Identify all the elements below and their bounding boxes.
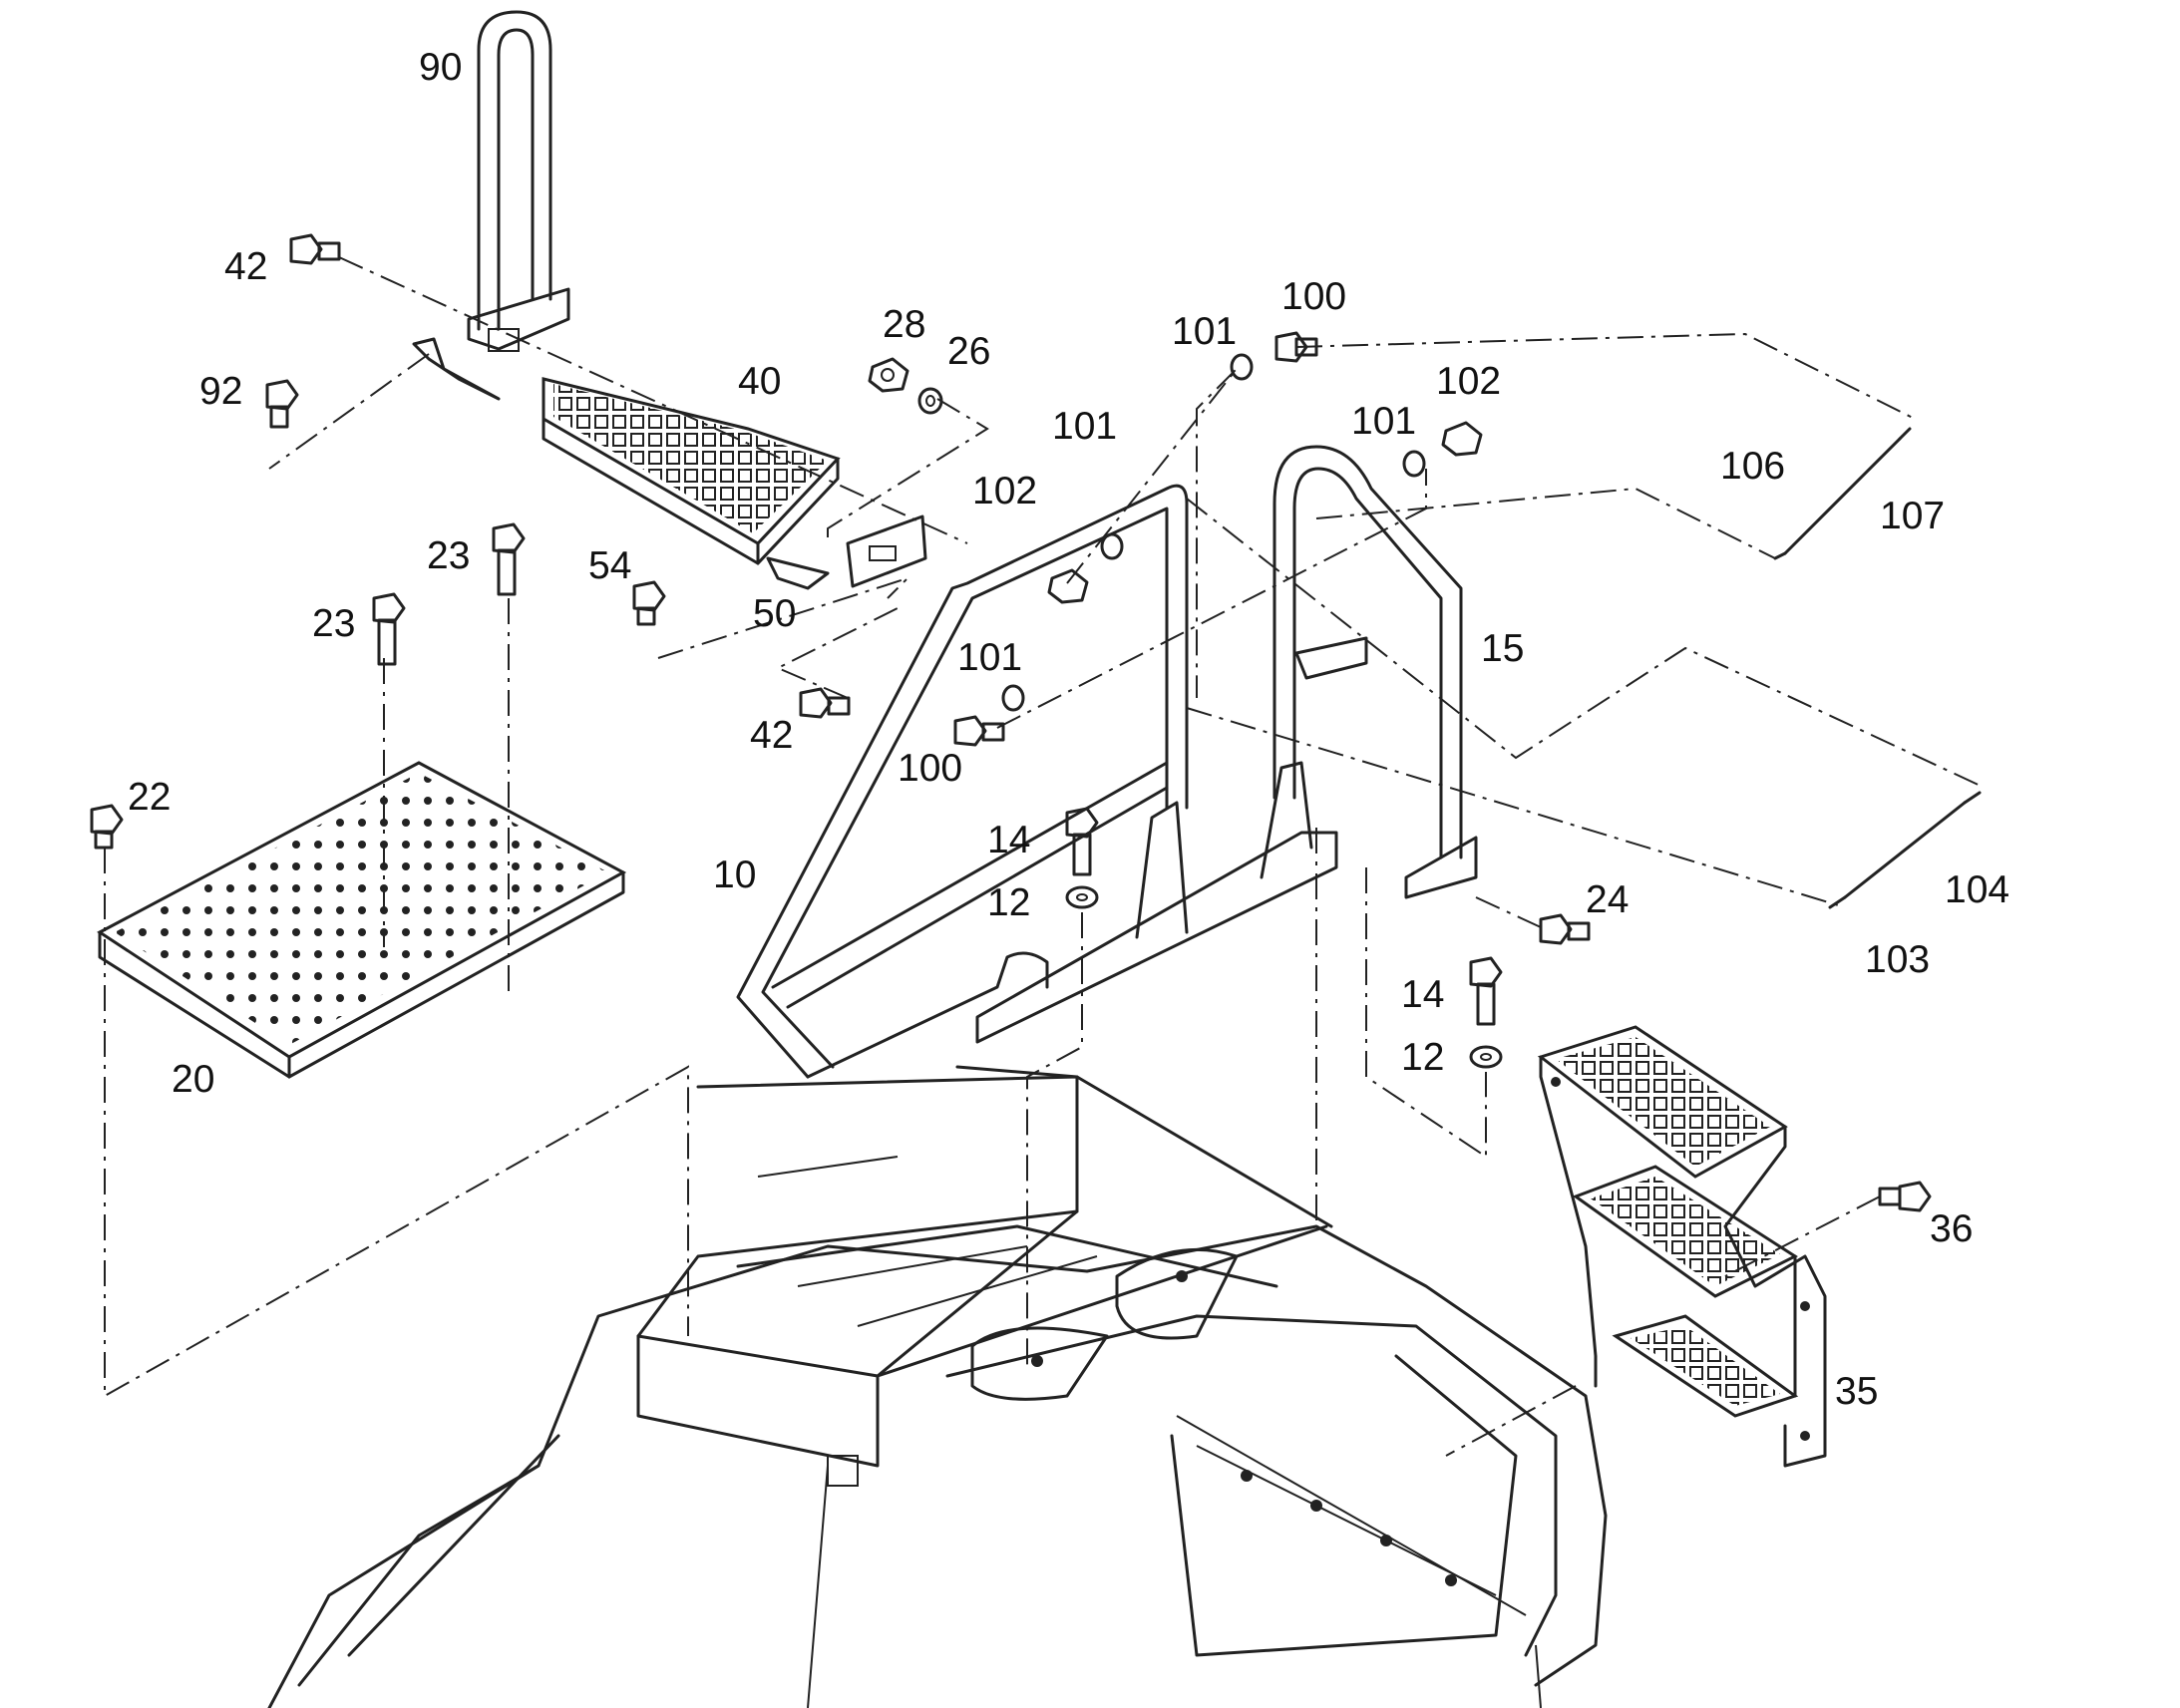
part-20-platform bbox=[97, 761, 627, 1079]
cab-frame bbox=[267, 1065, 1608, 1708]
label-22: 22 bbox=[128, 776, 171, 819]
part-15-handrail bbox=[1272, 445, 1478, 899]
part-36-bolt bbox=[1878, 1181, 1932, 1212]
part-24-bolt bbox=[1539, 913, 1591, 945]
part-14-bolt-right bbox=[1469, 956, 1503, 1026]
label-100-top: 100 bbox=[1281, 275, 1346, 318]
part-35-step-ladder bbox=[1537, 1025, 1827, 1468]
label-35: 35 bbox=[1835, 1370, 1878, 1413]
part-26-washer bbox=[917, 387, 943, 415]
label-101-left: 101 bbox=[1052, 405, 1117, 448]
part-12-washer-right bbox=[1469, 1045, 1503, 1069]
label-90: 90 bbox=[419, 46, 462, 89]
part-100-bolt-lower bbox=[953, 715, 1005, 747]
part-23-bolt-b bbox=[372, 592, 406, 666]
part-102-nut-right bbox=[1441, 421, 1483, 457]
part-mount-clip bbox=[412, 337, 501, 401]
part-10-handrail-frame bbox=[736, 484, 1338, 1079]
part-12-washer-center bbox=[1065, 885, 1099, 909]
label-26: 26 bbox=[947, 330, 990, 373]
part-28-nut bbox=[868, 357, 909, 393]
label-14-right: 14 bbox=[1401, 973, 1444, 1016]
label-102-right: 102 bbox=[1436, 360, 1501, 403]
part-50-bracket bbox=[766, 514, 927, 590]
part-106-107-cable bbox=[1773, 427, 1912, 560]
label-12-right: 12 bbox=[1401, 1036, 1444, 1079]
label-101-lower: 101 bbox=[957, 636, 1022, 679]
label-23-lower: 23 bbox=[312, 602, 355, 645]
label-24: 24 bbox=[1586, 878, 1629, 921]
label-42-middle: 42 bbox=[750, 714, 793, 757]
label-40: 40 bbox=[738, 360, 781, 403]
part-101-washer-left bbox=[1100, 532, 1124, 560]
label-36: 36 bbox=[1930, 1207, 1973, 1250]
label-92: 92 bbox=[199, 370, 242, 413]
label-101-top: 101 bbox=[1172, 310, 1237, 353]
label-102-left: 102 bbox=[972, 470, 1037, 512]
part-42-bolt-top bbox=[289, 233, 341, 265]
label-23-upper: 23 bbox=[427, 534, 470, 577]
part-101-washer-right bbox=[1402, 450, 1426, 478]
label-104: 104 bbox=[1945, 868, 2009, 911]
part-101-washer-lower bbox=[1001, 684, 1025, 712]
label-42-top: 42 bbox=[224, 245, 267, 288]
label-54: 54 bbox=[588, 544, 631, 587]
part-103-104-cable bbox=[1828, 791, 1982, 909]
part-40-step-tread bbox=[542, 377, 841, 565]
label-12-center: 12 bbox=[987, 881, 1030, 924]
part-102-nut-left bbox=[1047, 568, 1089, 604]
leader-lines bbox=[104, 256, 1986, 1457]
label-107: 107 bbox=[1880, 495, 1945, 537]
part-14-bolt-center bbox=[1065, 807, 1099, 876]
part-labels: 90 42 92 40 28 26 101 100 101 102 101 10… bbox=[128, 46, 2009, 1413]
label-10: 10 bbox=[713, 854, 756, 896]
part-22-bolt bbox=[90, 804, 124, 850]
part-23-bolt-a bbox=[492, 522, 526, 596]
label-106: 106 bbox=[1720, 445, 1785, 488]
label-101-right: 101 bbox=[1351, 400, 1416, 443]
part-101-washer-top bbox=[1230, 353, 1254, 381]
part-42-bolt-middle bbox=[799, 687, 851, 719]
label-100-lower: 100 bbox=[898, 747, 962, 790]
label-15: 15 bbox=[1481, 627, 1524, 670]
label-14-center: 14 bbox=[987, 819, 1030, 861]
part-92-bolt bbox=[265, 379, 299, 429]
label-28: 28 bbox=[883, 303, 925, 346]
part-54-bolt bbox=[632, 580, 666, 626]
part-90-handrail bbox=[467, 10, 570, 352]
label-103: 103 bbox=[1865, 938, 1930, 981]
label-50: 50 bbox=[753, 592, 796, 635]
label-20: 20 bbox=[172, 1058, 214, 1101]
